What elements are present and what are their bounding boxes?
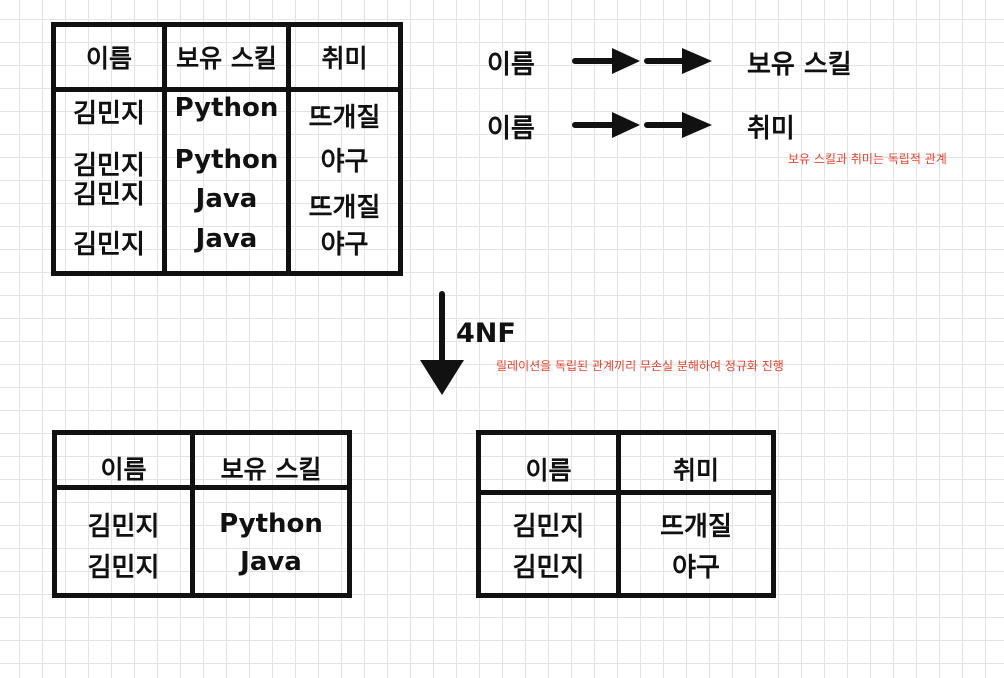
header-name: 이름 xyxy=(100,455,147,484)
cell-name: 김민지 xyxy=(512,553,585,583)
header-name: 이름 xyxy=(85,44,132,73)
normalization-note: 릴레이션을 독립된 관계끼리 무손실 분해하여 정규화 진행 xyxy=(496,359,784,373)
cell-name: 김민지 xyxy=(87,553,160,583)
header-name: 이름 xyxy=(525,456,572,485)
cell-name: 김민지 xyxy=(73,151,145,181)
column-divider xyxy=(616,435,621,593)
header-skill: 보유 스킬 xyxy=(176,44,277,73)
skill-relation-table: 이름 보유 스킬 김민지 Python 김민지 Java xyxy=(52,430,352,598)
normalization-label: 4NF xyxy=(456,318,516,349)
cell-name: 김민지 xyxy=(73,180,145,210)
cell-skill: Python xyxy=(174,145,279,175)
cell-hobby: 뜨개질 xyxy=(308,103,381,133)
cell-hobby: 야구 xyxy=(320,147,369,177)
header-divider xyxy=(56,87,398,92)
cell-name: 김민지 xyxy=(512,512,585,542)
column-divider xyxy=(190,435,195,593)
cell-skill: Java xyxy=(195,184,258,214)
cell-name: 김민지 xyxy=(87,512,160,542)
dependency-2-from: 이름 xyxy=(487,114,535,144)
cell-skill: Python xyxy=(174,93,279,123)
cell-hobby: 야구 xyxy=(672,553,720,583)
cell-skill: Java xyxy=(240,547,302,577)
original-relation-table: 이름 보유 스킬 취미 김민지 Python 뜨개질 김민지 Python 야구… xyxy=(51,22,403,276)
header-skill: 보유 스킬 xyxy=(220,455,322,484)
cell-hobby: 뜨개질 xyxy=(308,193,381,223)
cell-hobby: 뜨개질 xyxy=(660,512,732,542)
dependency-2-to: 취미 xyxy=(747,114,795,144)
cell-skill: Python xyxy=(219,509,323,539)
header-divider xyxy=(481,490,771,495)
column-divider xyxy=(162,27,167,271)
double-arrow-icon xyxy=(572,48,712,74)
cell-name: 김민지 xyxy=(73,230,145,260)
cell-name: 김민지 xyxy=(73,99,145,129)
column-divider xyxy=(286,27,291,271)
header-hobby: 취미 xyxy=(321,44,368,73)
cell-skill: Java xyxy=(195,224,258,254)
hobby-relation-table: 이름 취미 김민지 뜨개질 김민지 야구 xyxy=(476,430,776,598)
cell-hobby: 야구 xyxy=(320,230,369,260)
dependency-note: 보유 스킬과 취미는 독립적 관계 xyxy=(788,152,947,166)
down-arrow-icon xyxy=(420,291,464,395)
header-divider xyxy=(57,485,347,490)
double-arrow-icon xyxy=(572,112,712,138)
dependency-1-from: 이름 xyxy=(487,50,535,80)
dependency-1-to: 보유 스킬 xyxy=(747,50,852,80)
header-hobby: 취미 xyxy=(672,456,719,485)
